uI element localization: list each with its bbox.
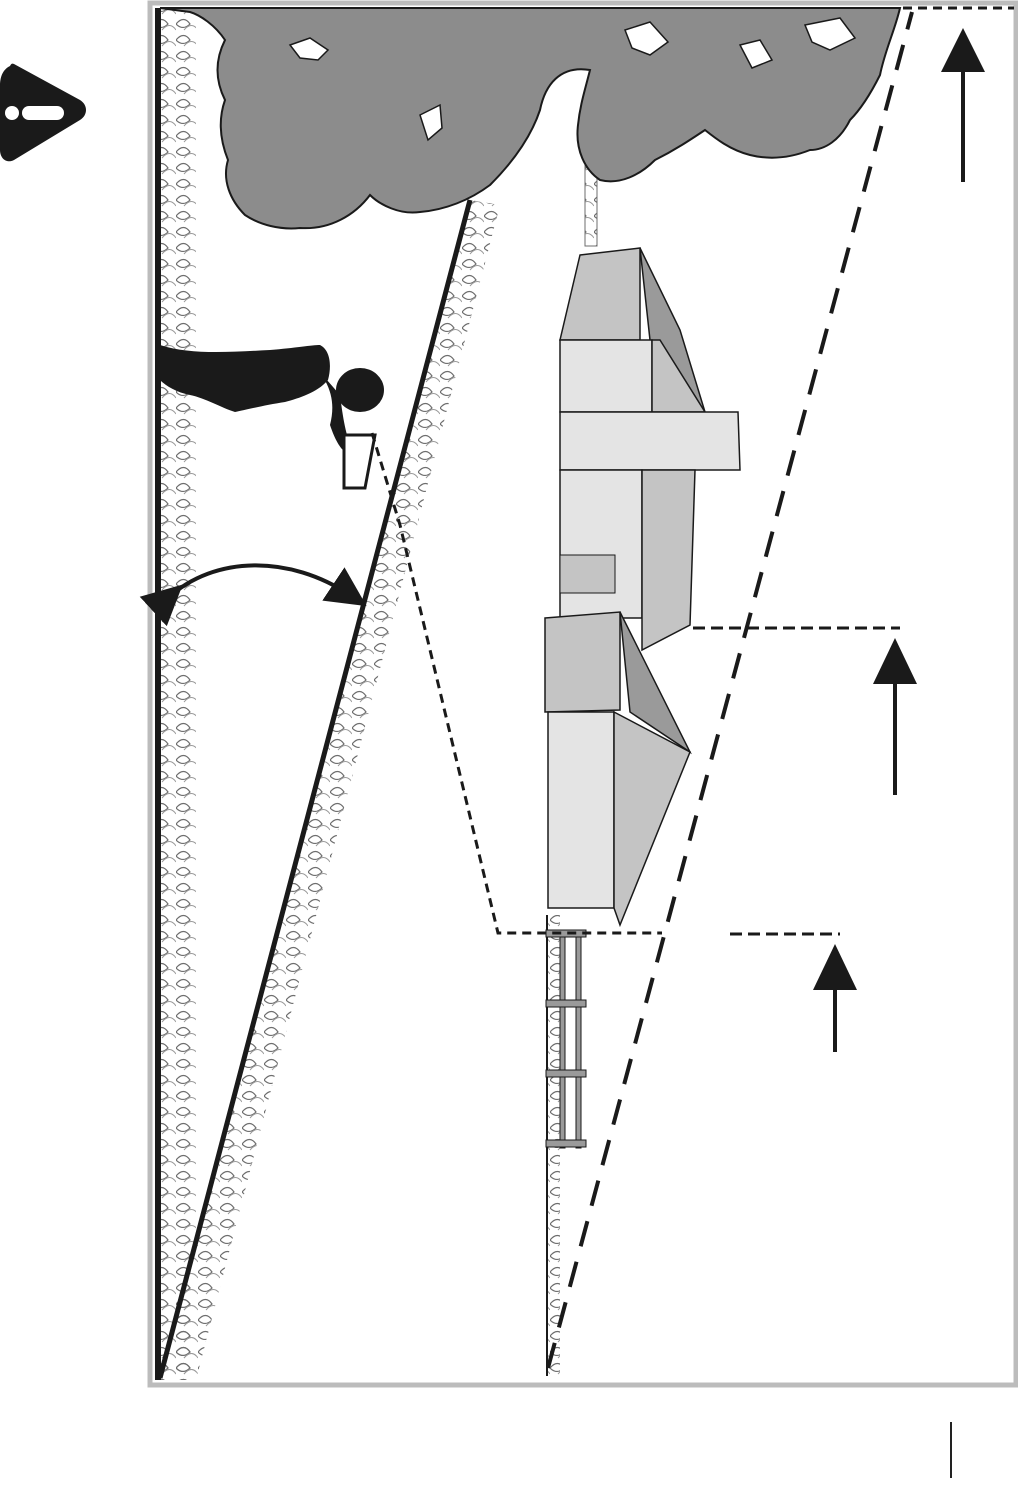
building-middle-wall <box>560 470 642 618</box>
fence-post <box>546 1000 586 1007</box>
building-chimney <box>560 412 740 470</box>
fence-post <box>546 1140 586 1147</box>
page-margin-rule <box>950 1422 952 1478</box>
fence-post <box>546 930 586 937</box>
building-window <box>560 555 615 593</box>
ground-strip-left <box>156 8 196 1380</box>
warning-triangle-icon <box>0 64 86 162</box>
building-lower-roof <box>545 612 620 712</box>
fence-post <box>546 1070 586 1077</box>
fence-rail <box>560 932 565 1148</box>
building-middle-side <box>642 470 695 650</box>
building-upper-wall <box>560 340 652 412</box>
person-head <box>336 368 384 412</box>
building-lower-wall <box>548 712 614 908</box>
fence-rail <box>576 932 581 1148</box>
